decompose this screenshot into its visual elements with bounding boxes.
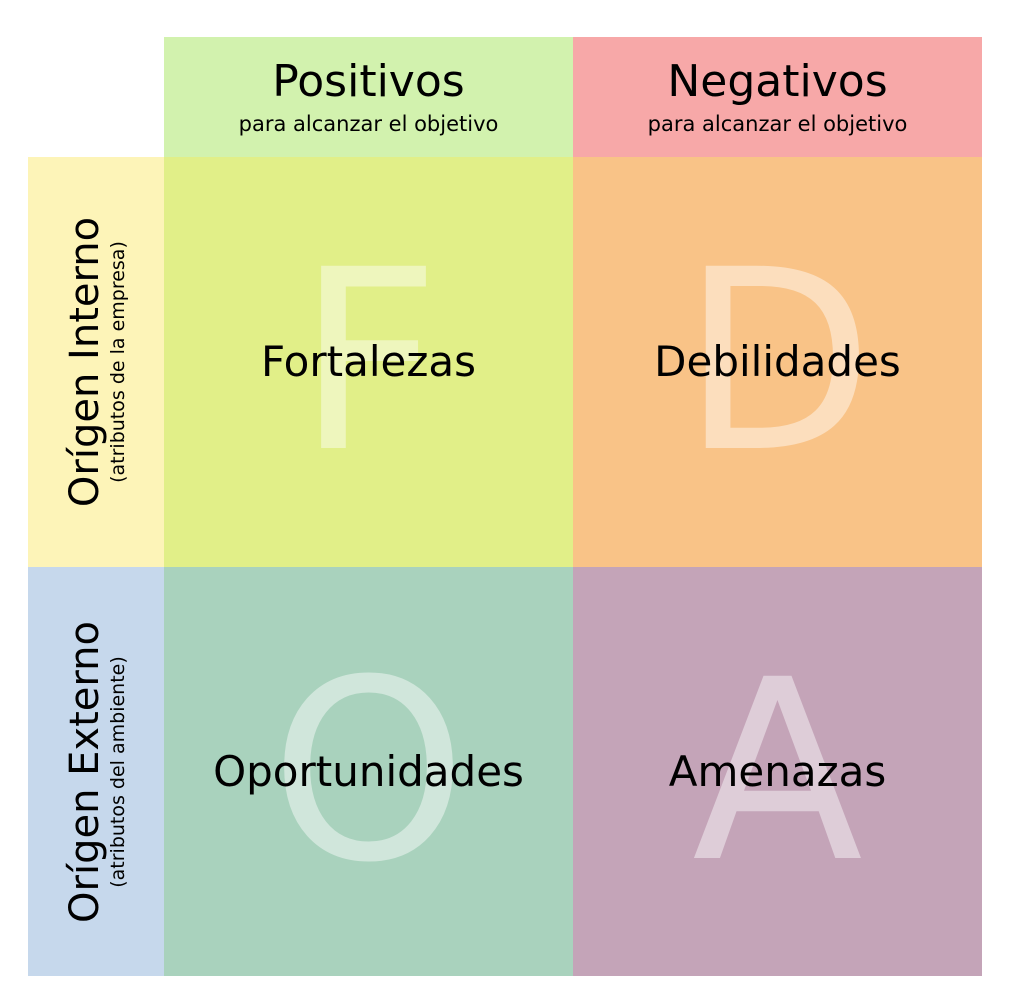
- watermark-letter: A: [691, 625, 864, 917]
- column-title: Negativos: [667, 56, 888, 107]
- row-header-externo: Orígen Externo (atributos del ambiente): [28, 567, 164, 976]
- quadrant-debilidades: D Debilidades: [573, 157, 982, 567]
- watermark-letter: O: [270, 625, 467, 917]
- watermark-letter: D: [681, 216, 874, 507]
- quadrant-oportunidades: O Oportunidades: [164, 567, 573, 976]
- row-header-interno: Orígen Interno (atributos de la empresa): [28, 157, 164, 567]
- quadrant-fortalezas: F Fortalezas: [164, 157, 573, 567]
- column-subtitle: para alcanzar el objetivo: [647, 112, 908, 136]
- quadrant-amenazas: A Amenazas: [573, 567, 982, 976]
- column-title: Positivos: [272, 56, 465, 107]
- column-header-positivos: Positivos para alcanzar el objetivo: [164, 37, 573, 157]
- watermark-letter: F: [296, 216, 441, 507]
- quadrant-label: Fortalezas: [260, 337, 476, 386]
- row-subtitle: (atributos del ambiente): [107, 655, 129, 888]
- row-title: Orígen Interno: [62, 216, 108, 508]
- quadrant-label: Debilidades: [654, 337, 901, 386]
- column-header-negativos: Negativos para alcanzar el objetivo: [573, 37, 982, 157]
- quadrant-label: Oportunidades: [213, 746, 524, 796]
- quadrant-label: Amenazas: [668, 746, 887, 796]
- row-subtitle: (atributos de la empresa): [107, 241, 129, 483]
- row-title: Orígen Externo: [62, 620, 108, 923]
- column-subtitle: para alcanzar el objetivo: [238, 112, 499, 136]
